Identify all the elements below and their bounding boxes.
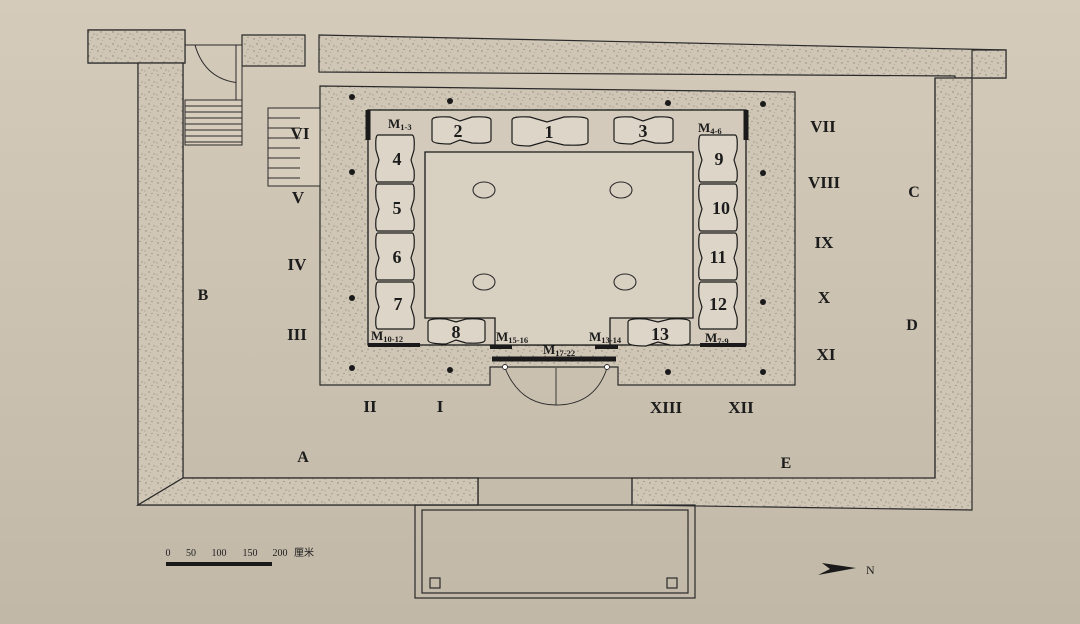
coffin-label: 1	[545, 122, 554, 142]
column-base-dots	[349, 94, 766, 375]
zone-label: D	[906, 317, 918, 334]
entrance-arc	[502, 364, 610, 406]
north-arrow-icon	[818, 563, 856, 575]
bay-label: III	[287, 325, 307, 344]
zone-label: E	[781, 455, 792, 472]
m-label-1-3: M1-3	[388, 116, 412, 132]
bay-label: V	[292, 188, 305, 207]
bay-label: X	[818, 288, 831, 307]
outer-walls	[87, 29, 1007, 511]
m-label-13-14: M13-14	[589, 329, 622, 345]
bay-label: I	[437, 397, 444, 416]
m-label-7-9: M7-9	[705, 330, 729, 346]
scale-bar: 0 50 100 150 200 厘米	[166, 546, 314, 566]
m-labels: M1-3 M4-6 M10-12 M15-16 M17-22 M13-14 M7…	[371, 116, 729, 358]
zone-labels: A B C D E	[198, 184, 920, 472]
scale-tick-label: 0	[166, 548, 171, 559]
bay-label: IX	[815, 233, 835, 252]
bay-label: VI	[291, 124, 310, 143]
coffin-label: 8	[452, 322, 461, 342]
north-label: N	[866, 563, 875, 577]
scale-tick-label: 150	[243, 548, 258, 559]
zone-label: B	[198, 287, 209, 304]
scale-unit-label: 厘米	[294, 546, 314, 559]
side-stair-vi	[267, 107, 321, 187]
m-label-17-22: M17-22	[543, 342, 575, 358]
chamber-walls	[365, 109, 749, 362]
bay-label: VIII	[808, 173, 841, 192]
m-label-15-16: M15-16	[496, 329, 528, 345]
coffin-label: 4	[393, 149, 402, 169]
bay-label: XIII	[650, 398, 683, 417]
coffin-numbers: 1 2 3 4 5 6 7 8 9 10 11 12 13	[393, 121, 731, 344]
scale-tick-label: 50	[186, 548, 196, 559]
north-arrow: N	[818, 563, 875, 577]
coffin-label: 7	[394, 294, 403, 314]
coffin-label: 3	[639, 121, 648, 141]
coffin-shapes	[375, 116, 738, 347]
entrance-passage	[414, 477, 696, 599]
zone-label: A	[297, 449, 309, 466]
coffin-label: 9	[715, 149, 724, 169]
coffin-label: 11	[709, 247, 726, 267]
doorway-top	[185, 44, 242, 84]
post-holes	[472, 181, 637, 291]
bay-label: XI	[817, 345, 836, 364]
coffin-label: 10	[712, 198, 730, 218]
scale-tick-label: 200	[273, 548, 288, 559]
m-label-10-12: M10-12	[371, 328, 403, 344]
coffin-label: 5	[393, 198, 402, 218]
bay-labels: I II III IV V VI VII VIII IX X XI XII XI…	[287, 117, 840, 417]
zone-label: C	[908, 184, 920, 201]
coffin-label: 13	[651, 324, 669, 344]
scale-bar-line	[166, 562, 272, 566]
coffin-label: 12	[709, 294, 727, 314]
coffin-label: 6	[393, 247, 402, 267]
bay-label: IV	[288, 255, 308, 274]
staircase-top-left	[184, 44, 243, 146]
coffin-label: 2	[454, 121, 463, 141]
m-label-4-6: M4-6	[698, 120, 722, 136]
bay-label: II	[363, 397, 377, 416]
bay-label: VII	[810, 117, 836, 136]
scale-tick-label: 100	[212, 548, 227, 559]
bay-label: XII	[728, 398, 754, 417]
